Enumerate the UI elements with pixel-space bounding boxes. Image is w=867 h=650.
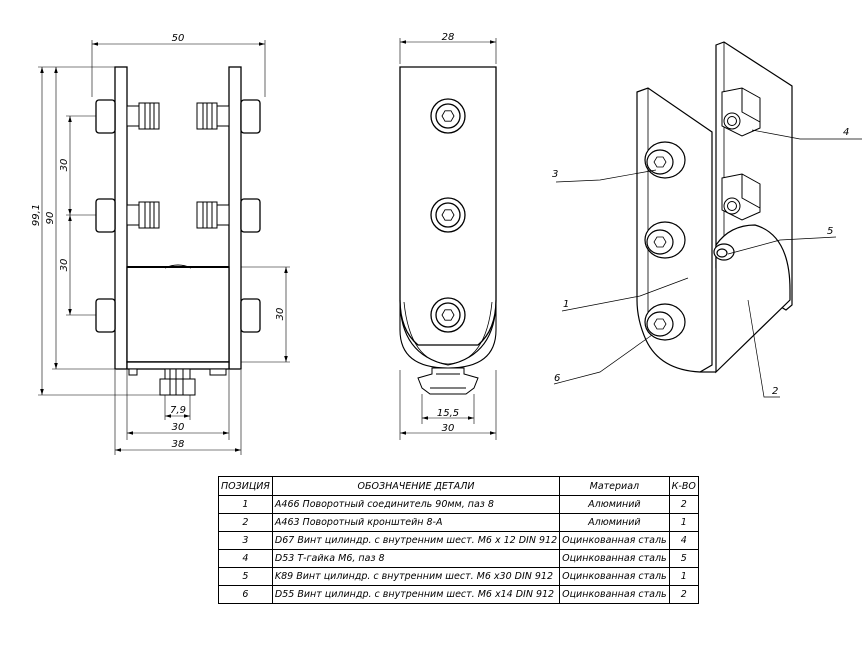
dim-side-width: 28 [442,32,455,43]
bom-cell-qty: 1 [668,567,699,586]
right-plate [228,66,242,370]
bom-cell-material: Оцинкованная сталь [559,549,670,568]
bom-cell-pos: 2 [218,513,273,532]
dim-pitch-lower: 30 [59,259,70,272]
table-row: 5 K89 Винт цилиндр. с внутренним шест. М… [218,567,699,586]
isometric-view [636,41,793,374]
bom-header-qty: К-ВО [668,476,699,496]
bolt-head [240,298,261,333]
bom-cell-name: K89 Винт цилиндр. с внутренним шест. М6 … [271,567,561,586]
table-row: 3 D67 Винт цилиндр. с внутренним шест. М… [218,531,699,550]
bom-cell-qty: 1 [668,513,699,532]
bolt-head [240,99,261,134]
bom-cell-name: D67 Винт цилиндр. с внутренним шест. М6 … [271,531,561,550]
bolt-head [95,298,116,333]
screw-head [430,297,466,333]
balloon-4: 4 [843,127,849,138]
dim-height-90: 90 [45,212,56,225]
front-view [95,66,261,396]
bom-header-name: ОБОЗНАЧЕНИЕ ДЕТАЛИ [271,476,561,496]
iso-screw-3 [644,141,686,179]
left-plate [114,66,128,370]
iso-screw-3 [644,221,686,259]
bom-cell-qty: 2 [668,495,699,514]
screw-head [430,98,466,134]
balloon-5: 5 [827,226,833,237]
bom-cell-name: D53 Т-гайка М6, паз 8 [271,549,561,568]
balloon-6: 6 [554,373,560,384]
iso-screw-6 [644,303,686,341]
leaders [553,129,862,398]
bom-cell-name: A466 Поворотный соединитель 90мм, паз 8 [271,495,561,514]
front-dimensions [38,40,290,455]
bolt-head [240,198,261,233]
bom-cell-pos: 4 [218,549,273,568]
bom-cell-name: D55 Винт цилиндр. с внутренним шест. М6 … [271,585,561,604]
balloon-3: 3 [552,169,558,180]
bom-cell-qty: 4 [668,531,699,550]
bom-header-material: Материал [559,476,670,496]
dim-bottom-outer: 38 [172,439,185,450]
bom-cell-material: Алюминий [559,495,670,514]
side-view [399,66,497,395]
bom-table: ПОЗИЦИЯ ОБОЗНАЧЕНИЕ ДЕТАЛИ Материал К-ВО… [218,476,699,604]
bolt-head [95,99,116,134]
bom-header-pos: ПОЗИЦИЯ [218,476,273,496]
side-dimensions [399,38,497,440]
balloon-2: 2 [772,386,778,397]
iso-t-nut [721,87,761,221]
bom-cell-pos: 3 [218,531,273,550]
bom-cell-pos: 6 [218,585,273,604]
bom-cell-material: Оцинкованная сталь [559,531,670,550]
dim-right-height: 30 [275,308,286,321]
bom-header-row: ПОЗИЦИЯ ОБОЗНАЧЕНИЕ ДЕТАЛИ Материал К-ВО [218,476,699,496]
dim-front-width: 50 [172,33,185,44]
bolt-head [95,198,116,233]
table-row: 6 D55 Винт цилиндр. с внутренним шест. М… [218,585,699,604]
bom-cell-name: A463 Поворотный кронштейн 8-А [271,513,561,532]
dim-side-bottom: 30 [442,423,455,434]
bom-cell-pos: 5 [218,567,273,586]
iso-screw-5 [713,243,735,261]
bom-cell-material: Оцинкованная сталь [559,567,670,586]
dim-bottom-inner: 30 [172,422,185,433]
screw-head [430,197,466,233]
t-nut [126,102,230,229]
dim-tnut-width: 7,9 [170,405,186,416]
center-body [126,266,230,363]
dim-pitch-upper: 30 [59,159,70,172]
balloon-1: 1 [563,299,569,310]
bottom-t-nut [128,368,227,396]
side-t-nut [417,367,479,395]
dim-overall-height: 99,1 [31,204,42,226]
bom-cell-material: Алюминий [559,513,670,532]
bom-cell-material: Оцинкованная сталь [559,585,670,604]
bom-cell-pos: 1 [218,495,273,514]
bom-cell-qty: 2 [668,585,699,604]
table-row: 2 A463 Поворотный кронштейн 8-А Алюминий… [218,513,699,532]
dim-side-tnut: 15,5 [437,408,459,419]
bom-cell-qty: 5 [668,549,699,568]
table-row: 4 D53 Т-гайка М6, паз 8 Оцинкованная ста… [218,549,699,568]
table-row: 1 A466 Поворотный соединитель 90мм, паз … [218,495,699,514]
